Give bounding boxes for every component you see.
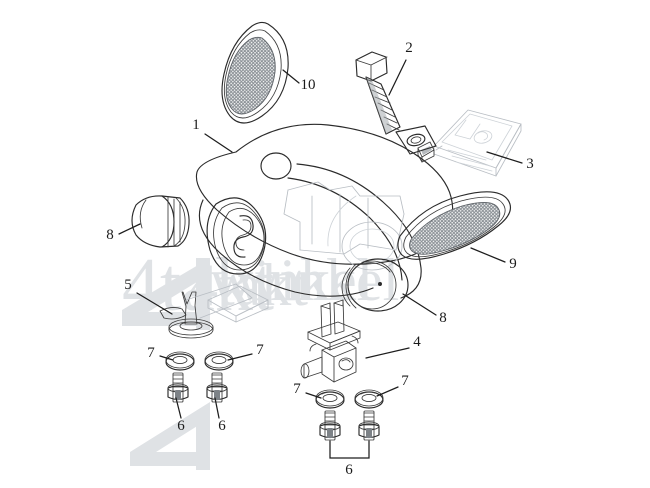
callout-6a: 6	[177, 418, 185, 434]
part-mounting-plate	[433, 109, 522, 177]
callout-9: 9	[509, 256, 517, 272]
watermark-glyph	[122, 258, 210, 470]
callout-3: 3	[526, 156, 534, 172]
part-tank-emblem-right	[397, 191, 511, 260]
flange-bolt-c	[319, 410, 341, 441]
washer-a	[165, 351, 195, 371]
watermark: 4takt 4takt winkel	[122, 243, 373, 327]
washer-d	[354, 389, 384, 409]
callout-4: 4	[413, 334, 421, 350]
tank-underside-ghost	[207, 285, 269, 323]
callout-7a: 7	[147, 345, 155, 361]
part-filler-cap-left	[131, 195, 190, 248]
part-plate-clip	[417, 141, 435, 163]
flange-bolt-d	[358, 410, 380, 441]
part-hex-bolt	[355, 51, 401, 135]
callout-8b: 8	[439, 310, 447, 326]
callout-7c: 7	[293, 381, 301, 397]
callout-8a: 8	[106, 227, 114, 243]
bolt-pair-bracket	[329, 440, 370, 459]
part-drain-cap-right	[341, 258, 409, 312]
flange-bolt-a	[167, 372, 189, 403]
callout-10: 10	[301, 77, 316, 93]
callout-6c: 6	[345, 462, 353, 478]
part-tank-emblem-left	[221, 21, 289, 124]
part-tank-bracket	[159, 283, 253, 339]
part-flange-bolts	[167, 372, 380, 441]
callout-labels: 1 2 3 4 5 6 6 6 7 7 7 7 8 8 9 10	[106, 40, 534, 478]
callout-1: 1	[192, 117, 200, 133]
leader-lines	[118, 59, 523, 419]
callout-7b: 7	[256, 342, 264, 358]
washer-b	[204, 351, 234, 371]
callout-5: 5	[124, 277, 132, 293]
tank-ghost-internals	[283, 181, 405, 271]
washer-c	[315, 389, 345, 409]
part-fuel-tap	[300, 299, 361, 383]
part-washers	[165, 351, 384, 409]
callout-7d: 7	[401, 373, 409, 389]
callout-2: 2	[405, 40, 413, 56]
callout-6b: 6	[218, 418, 226, 434]
flange-bolt-b	[206, 372, 228, 403]
